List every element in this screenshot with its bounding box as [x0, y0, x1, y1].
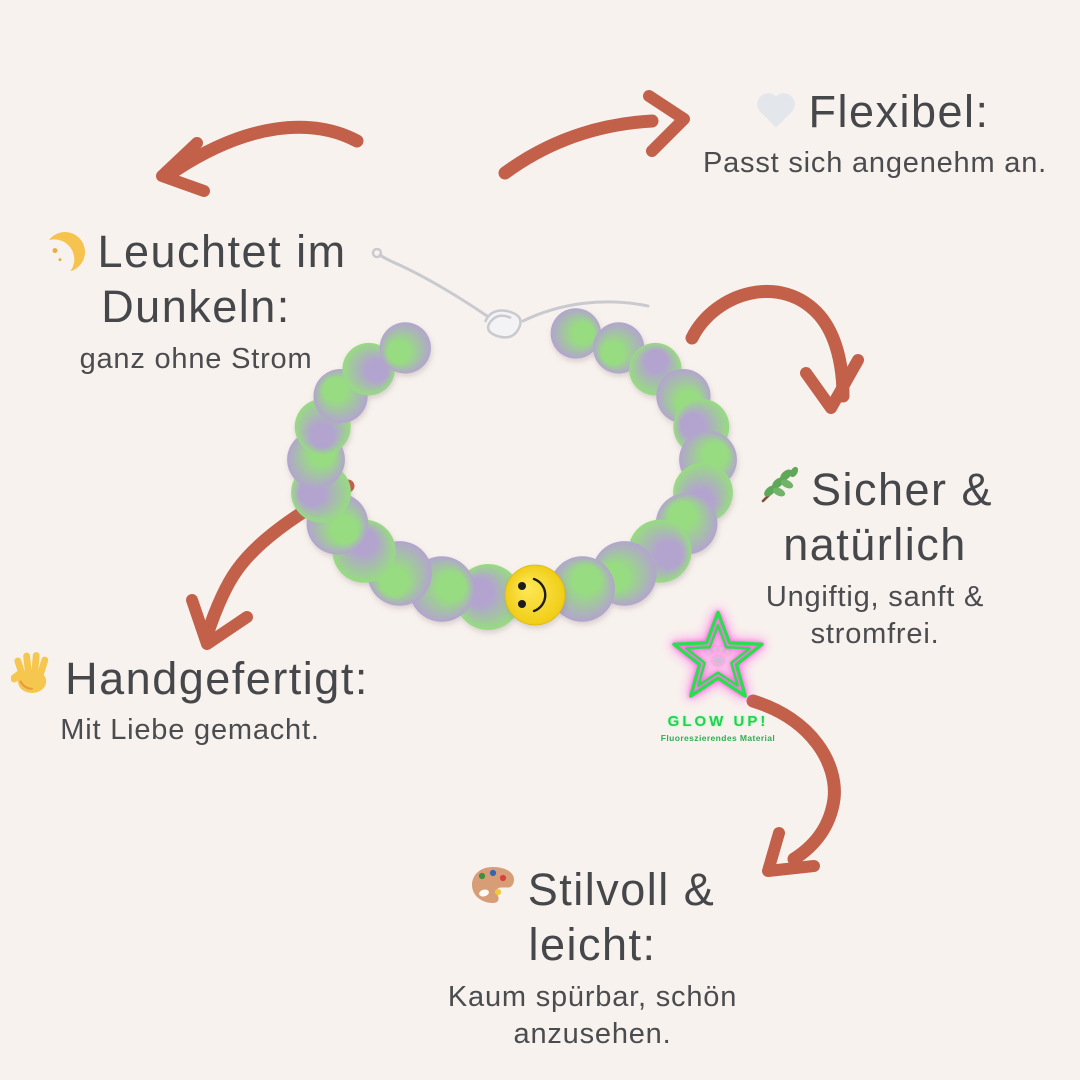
- feature-sicher: Sicher & natürlich Ungiftig, sanft & str…: [705, 462, 1045, 653]
- feature-title: Handgefertigt:: [65, 652, 369, 704]
- feature-title: Flexibel:: [808, 86, 990, 137]
- feature-title-line: natürlich: [783, 519, 967, 571]
- bead: [379, 322, 431, 374]
- feature-title-line: Dunkeln:: [101, 281, 291, 333]
- paw-print-icon: [706, 646, 730, 666]
- arrow-to-sicher: [685, 285, 864, 414]
- feature-subtitle: Passt sich angenehm an.: [702, 147, 1048, 180]
- logo-name: GLOW UP!: [667, 713, 769, 730]
- raised-hand-icon: [10, 650, 53, 706]
- feature-flexibel: Flexibel: Passt sich angenehm an.: [695, 84, 1055, 182]
- feature-subtitle-line: anzusehen.: [513, 1017, 672, 1050]
- crescent-moon-icon: [42, 228, 89, 275]
- feature-stilvoll: Stilvoll & leicht: Kaum spürbar, schön a…: [400, 862, 785, 1053]
- feature-leuchtet: Leuchtet im Dunkeln: ganz ohne Strom: [10, 224, 382, 378]
- feature-subtitle-line: Ungiftig, sanft &: [765, 580, 985, 613]
- arrow-to-flexibel: [498, 90, 690, 180]
- feature-handgefertigt: Handgefertigt: Mit Liebe gemacht.: [0, 650, 380, 749]
- cord-knot: [483, 309, 522, 339]
- neon-star-icon: [672, 610, 764, 698]
- bead: [549, 556, 615, 622]
- feature-title-line: leicht:: [528, 919, 657, 971]
- feature-subtitle-line: stromfrei.: [810, 617, 940, 650]
- feature-title-line: Leuchtet im: [97, 226, 347, 277]
- arrow-to-stilvoll: [746, 694, 841, 877]
- feature-subtitle: Mit Liebe gemacht.: [60, 714, 320, 747]
- bracelet-cord: [371, 247, 650, 339]
- logo-tagline: Fluoreszierendes Material: [660, 733, 776, 743]
- palette-icon: [470, 862, 516, 917]
- feature-title-line: Sicher &: [810, 464, 994, 515]
- feature-subtitle: ganz ohne Strom: [79, 342, 313, 375]
- brand-logo: GLOW UP! Fluoreszierendes Material: [652, 606, 784, 743]
- feature-subtitle-line: Kaum spürbar, schön: [447, 980, 738, 1013]
- smiley-bead: [504, 564, 566, 626]
- arrow-to-leuchtet: [156, 120, 364, 197]
- herb-icon: [757, 462, 799, 517]
- bracelet-beads: [287, 308, 737, 630]
- feature-title-line: Stilvoll &: [527, 864, 716, 915]
- bead: [550, 308, 601, 359]
- white-heart-icon: [760, 95, 796, 129]
